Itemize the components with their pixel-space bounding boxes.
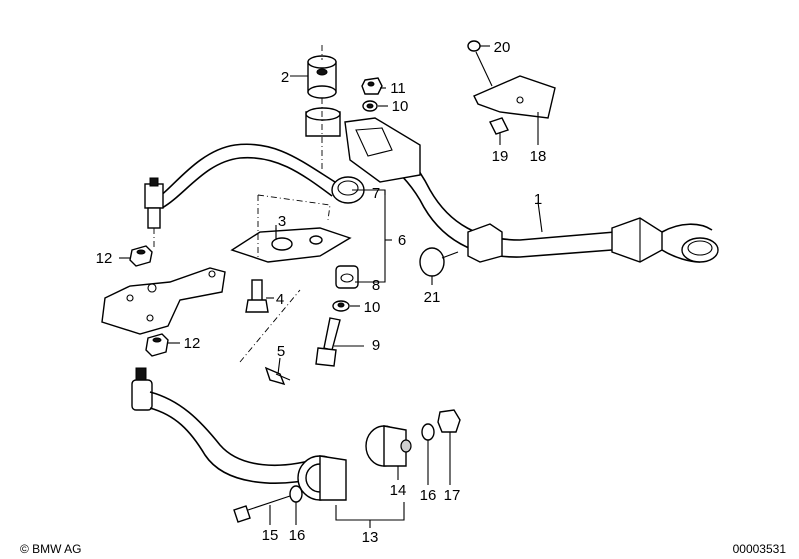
label-part-20: 20 <box>494 39 511 56</box>
bushing-part-13 <box>297 455 347 501</box>
bushing-part-14 <box>365 425 412 467</box>
label-part-21: 21 <box>424 289 441 306</box>
washer-part-16-left <box>289 485 303 503</box>
nut-part-12-top <box>129 245 153 267</box>
label-part-18: 18 <box>530 148 547 165</box>
stabilizer-link-top <box>144 177 164 250</box>
washer-part-16-right <box>421 423 435 441</box>
label-part-1: 1 <box>534 191 542 208</box>
label-part-12-bottom: 12 <box>184 335 201 352</box>
cover-part-18 <box>473 75 556 119</box>
label-part-10-lower: 10 <box>364 299 381 316</box>
label-part-17: 17 <box>444 487 461 504</box>
clip-part-19 <box>489 117 509 135</box>
label-part-10-upper: 10 <box>392 98 409 115</box>
label-part-8: 8 <box>372 277 380 294</box>
label-part-7: 7 <box>372 185 380 202</box>
upper-mount-clamp <box>305 107 421 183</box>
part-labels: 1 2 3 4 5 6 7 8 9 10 10 11 12 12 13 14 1… <box>96 39 547 546</box>
rubber-bushing-part-2 <box>307 45 337 170</box>
nut-part-17 <box>437 409 461 433</box>
label-part-14: 14 <box>390 482 407 499</box>
bolt-part-5 <box>239 289 301 386</box>
diagram-number: 00003531 <box>733 542 787 556</box>
label-part-5: 5 <box>277 343 285 360</box>
label-part-3: 3 <box>278 213 286 230</box>
washer-part-10-lower <box>332 300 350 312</box>
label-part-13: 13 <box>362 529 379 546</box>
nut-part-11 <box>361 77 383 95</box>
support-plate-part-3 <box>230 194 352 263</box>
label-part-12-top: 12 <box>96 250 113 267</box>
washer-part-10-upper <box>362 100 378 112</box>
label-part-16-right: 16 <box>420 487 437 504</box>
label-part-4: 4 <box>276 291 284 308</box>
label-part-16-left: 16 <box>289 527 306 544</box>
label-part-6: 6 <box>398 232 406 249</box>
label-part-11: 11 <box>390 80 406 97</box>
bolt-part-4 <box>245 279 269 313</box>
label-part-9: 9 <box>372 337 380 354</box>
control-arm <box>131 367 321 484</box>
bolt-part-15 <box>233 495 291 523</box>
leader-lines <box>119 45 543 528</box>
label-part-2: 2 <box>281 69 289 86</box>
bolt-part-9 <box>315 317 341 367</box>
mounting-bracket <box>101 267 226 335</box>
bushing-part-8 <box>335 265 359 289</box>
screw-part-20 <box>467 40 493 87</box>
label-part-15: 15 <box>262 527 279 544</box>
label-part-19: 19 <box>492 148 509 165</box>
nut-part-12-bottom <box>145 333 169 357</box>
copyright-brand: © BMW AG <box>20 542 82 556</box>
stopper-part-21 <box>419 247 459 277</box>
